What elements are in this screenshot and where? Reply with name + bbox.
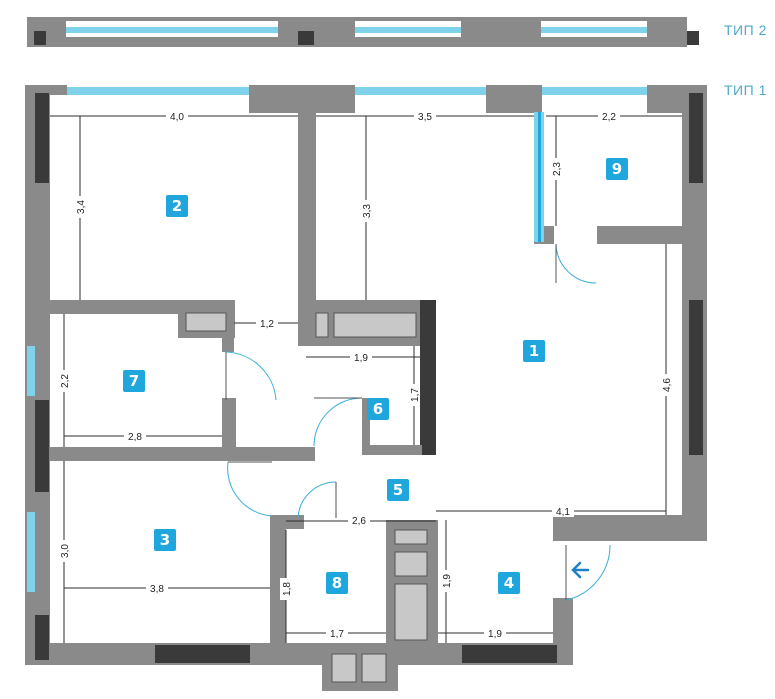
windows-top — [67, 87, 647, 95]
window-strip-3 — [541, 27, 647, 33]
room-badge-6: 6 — [367, 398, 389, 420]
dim-room2-width: 4,0 — [170, 112, 184, 123]
dim-room8-width: 1,7 — [330, 629, 344, 640]
windows-left — [27, 346, 35, 592]
dim-room8-height: 1,8 — [282, 582, 293, 596]
room-badge-8: 8 — [326, 572, 348, 594]
legend-type1: ТИП 1 — [724, 82, 767, 98]
dim-room9-height: 2,3 — [552, 162, 563, 176]
window-strip-2 — [355, 27, 461, 33]
dim-room5-width: 2,6 — [352, 516, 366, 527]
dim-room2-height: 3,4 — [76, 200, 87, 214]
dim-room6-width: 1,9 — [354, 353, 368, 364]
dimension-labels: 4,0 3,4 3,5 2,2 2,3 3,3 1,2 1,9 1,7 2,2 … — [58, 110, 673, 640]
dim-room9-width: 2,2 — [602, 112, 616, 123]
legend-type2: ТИП 2 — [724, 22, 767, 38]
doors — [225, 243, 611, 601]
dim-room7-height: 2,2 — [60, 374, 71, 388]
fixtures — [185, 312, 428, 683]
dim-room4-width: 1,9 — [488, 629, 502, 640]
dim-room4-top: 4,1 — [556, 507, 570, 518]
dim-room7-width: 2,8 — [128, 432, 142, 443]
room-badge-2: 2 — [166, 195, 188, 217]
dim-room3-height: 3,0 — [60, 544, 71, 558]
room-badge-9: 9 — [606, 158, 628, 180]
room-badge-1: 1 — [523, 340, 545, 362]
type2-strip — [27, 17, 699, 47]
room-badge-4: 4 — [498, 572, 520, 594]
dim-room1-depth: 3,3 — [362, 204, 373, 218]
arrow-left-icon — [571, 561, 590, 579]
room-badge-5: 5 — [387, 479, 409, 501]
dim-room4-height: 1,9 — [442, 574, 453, 588]
dim-room1-top: 3,5 — [418, 112, 432, 123]
dim-room3-width: 3,8 — [150, 584, 164, 595]
room-badge-3: 3 — [154, 529, 176, 551]
room-badge-7: 7 — [123, 370, 145, 392]
dim-room7-gap: 1,2 — [260, 319, 274, 330]
dim-room1-height: 4,6 — [662, 378, 673, 392]
window-strip-1 — [66, 27, 278, 33]
dim-room6-height: 1,7 — [410, 388, 421, 402]
